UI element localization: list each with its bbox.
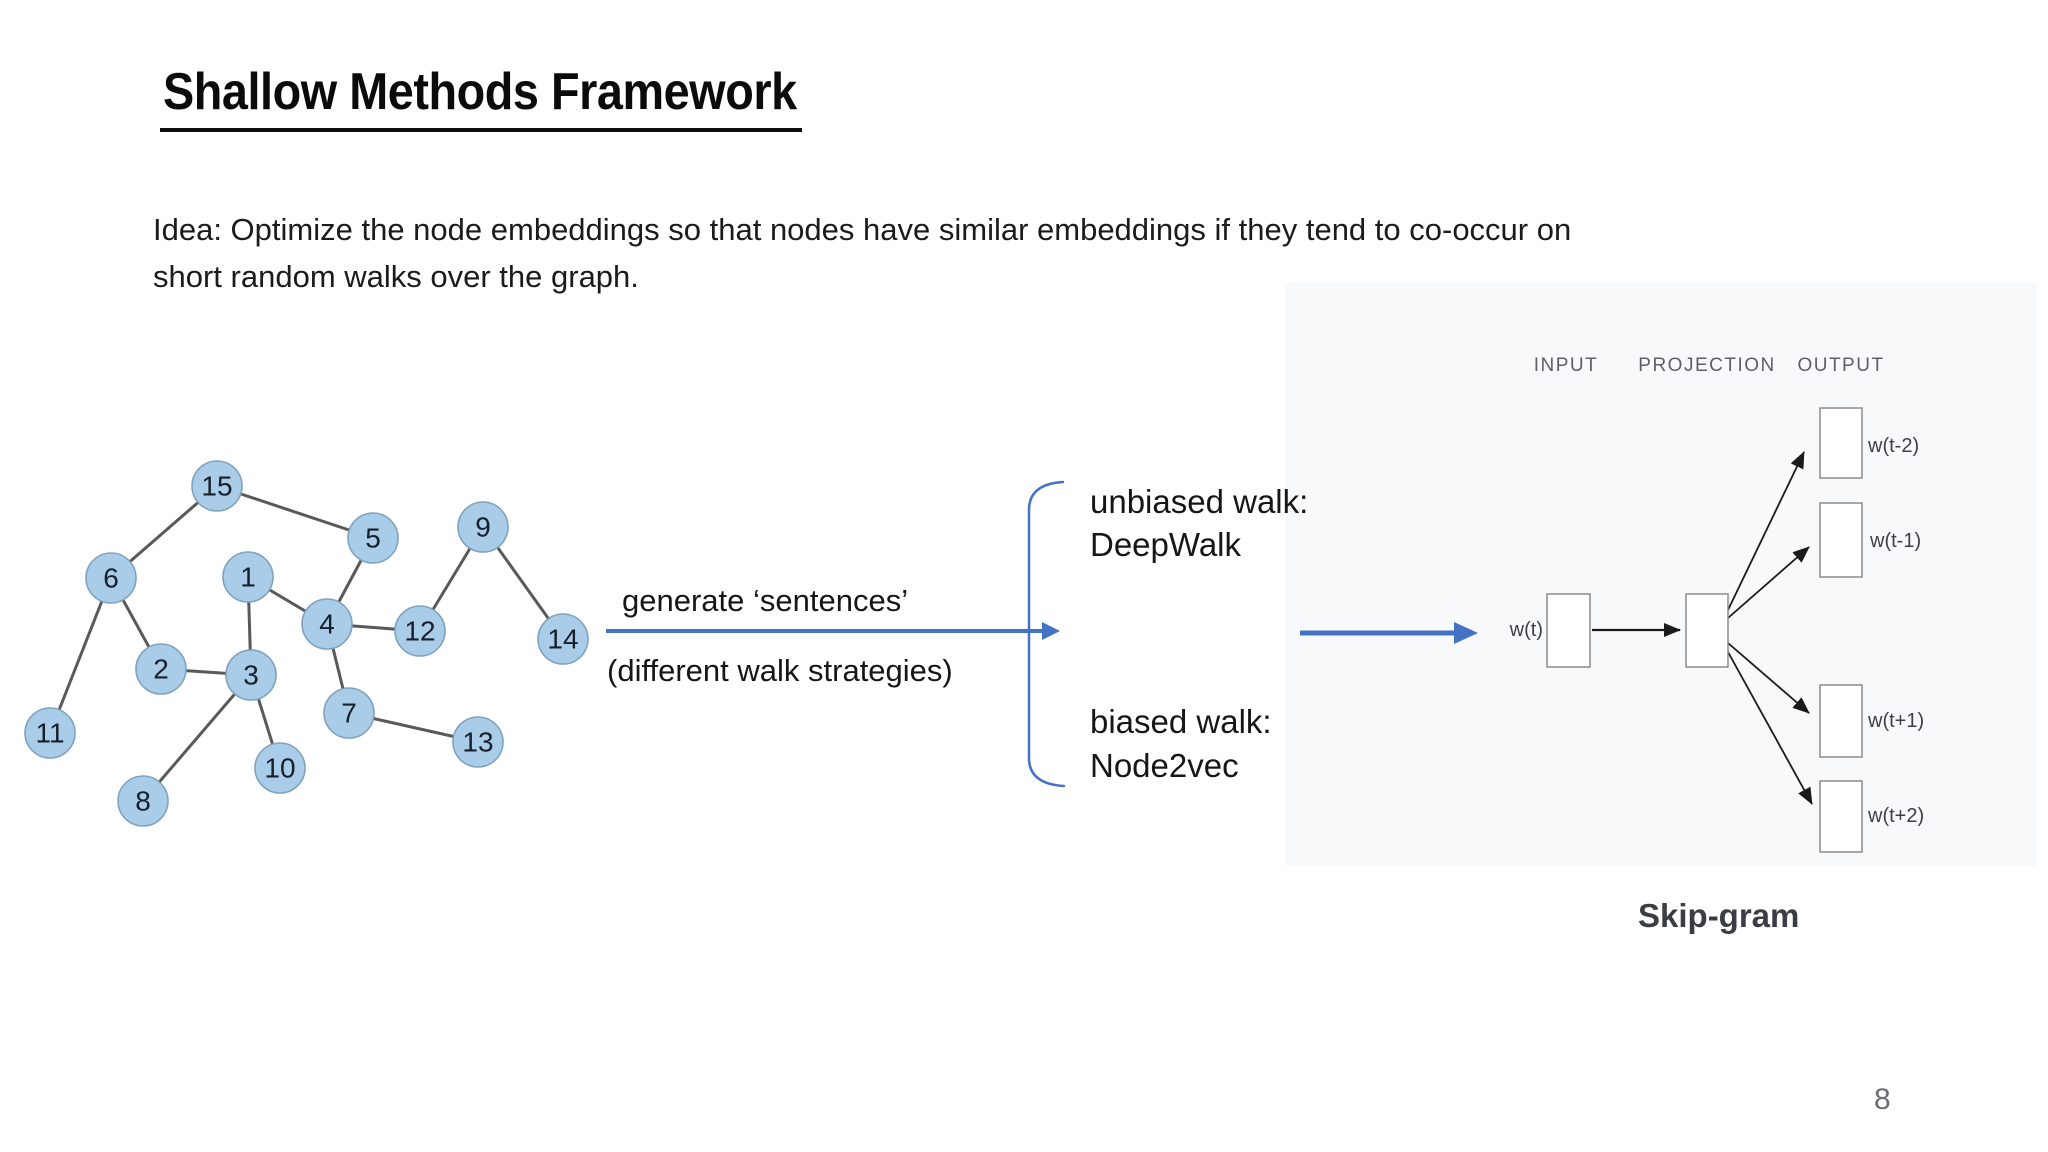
graph-node-label-9: 9 [475,512,491,543]
graph-node-label-7: 7 [341,698,357,729]
to-skipgram-arrow-head [1454,622,1478,644]
graph-node-6 [85,552,137,604]
graph-node-label-8: 8 [135,786,151,817]
graph-edge-15-5 [216,484,374,540]
options-bracket [1027,480,1066,788]
projection-to-output-arrow-2 [1727,546,1810,619]
graph-node-label-5: 5 [365,523,381,554]
wt-label: w(t) [1509,619,1543,641]
graph-node-9 [457,501,509,553]
input-header: INPUT [1533,355,1599,376]
page-title: Shallow Methods Framework [163,63,797,121]
projection-to-output-arrow-3 [1727,642,1810,714]
projection-box [1685,593,1729,668]
node2vec-label: Node2vec [1090,747,1239,784]
unbiased-walk-label: unbiased walk: [1090,483,1309,520]
graph-node-label-12: 12 [404,616,435,647]
output-box-1 [1819,407,1863,479]
graph-node-2 [135,643,187,695]
graph-node-11 [24,707,76,759]
wt-minus1-label: w(t-1) [1870,530,1922,552]
input-box [1546,593,1591,668]
skipgram-caption: Skip-gram [1638,897,1800,934]
graph-node-label-10: 10 [264,753,295,784]
flow-arrows [606,480,1478,788]
graph-node-label-2: 2 [153,654,169,685]
graph-node-4 [301,598,353,650]
graph-node-10 [254,742,306,794]
skipgram-image-background [1285,282,2037,866]
output-box-2 [1819,502,1863,578]
title-underline [160,128,802,132]
graph-node-8 [117,775,169,827]
skipgram-figure [1546,407,1863,853]
wt-minus2-label: w(t-2) [1868,435,1920,457]
graph-node-13 [452,716,504,768]
graph-node-7 [323,687,375,739]
graph-node-label-13: 13 [462,727,493,758]
wt-plus2-label: w(t+2) [1868,805,1925,827]
graph-node-5 [347,512,399,564]
output-box-3 [1819,684,1863,758]
graph-node-label-15: 15 [201,471,232,502]
generate-arrow-head [1042,622,1060,640]
graph-node-14 [537,613,589,665]
graph-edge-3-8 [141,674,253,802]
projection-header: PROJECTION [1638,355,1776,376]
idea-text-line2: short random walks over the graph. [153,259,639,294]
biased-walk-label: biased walk: [1090,703,1272,740]
generate-sentences-label: generate ‘sentences’ [622,583,909,618]
graph-node-15 [191,460,243,512]
graph-node-1 [222,551,274,603]
output-box-4 [1819,780,1863,853]
walk-strategies-label: (different walk strategies) [607,653,953,688]
deepwalk-label: DeepWalk [1090,526,1241,563]
graph-node-12 [394,605,446,657]
graph-edge-6-11 [48,577,113,734]
graph-node-label-6: 6 [103,563,119,594]
graph-node-label-1: 1 [240,562,256,593]
output-header: OUTPUT [1797,355,1885,376]
graph-node-label-4: 4 [319,609,335,640]
graph-node-label-11: 11 [35,718,64,749]
idea-text-line1: Idea: Optimize the node embeddings so th… [153,212,1572,247]
projection-to-output-arrow-1 [1727,451,1805,611]
graph-node-3 [225,649,277,701]
graph-node-label-14: 14 [547,624,578,655]
wt-plus1-label: w(t+1) [1868,710,1925,732]
projection-to-output-arrow-4 [1727,651,1813,805]
page-number: 8 [1874,1083,1891,1116]
graph-node-label-3: 3 [243,660,259,691]
